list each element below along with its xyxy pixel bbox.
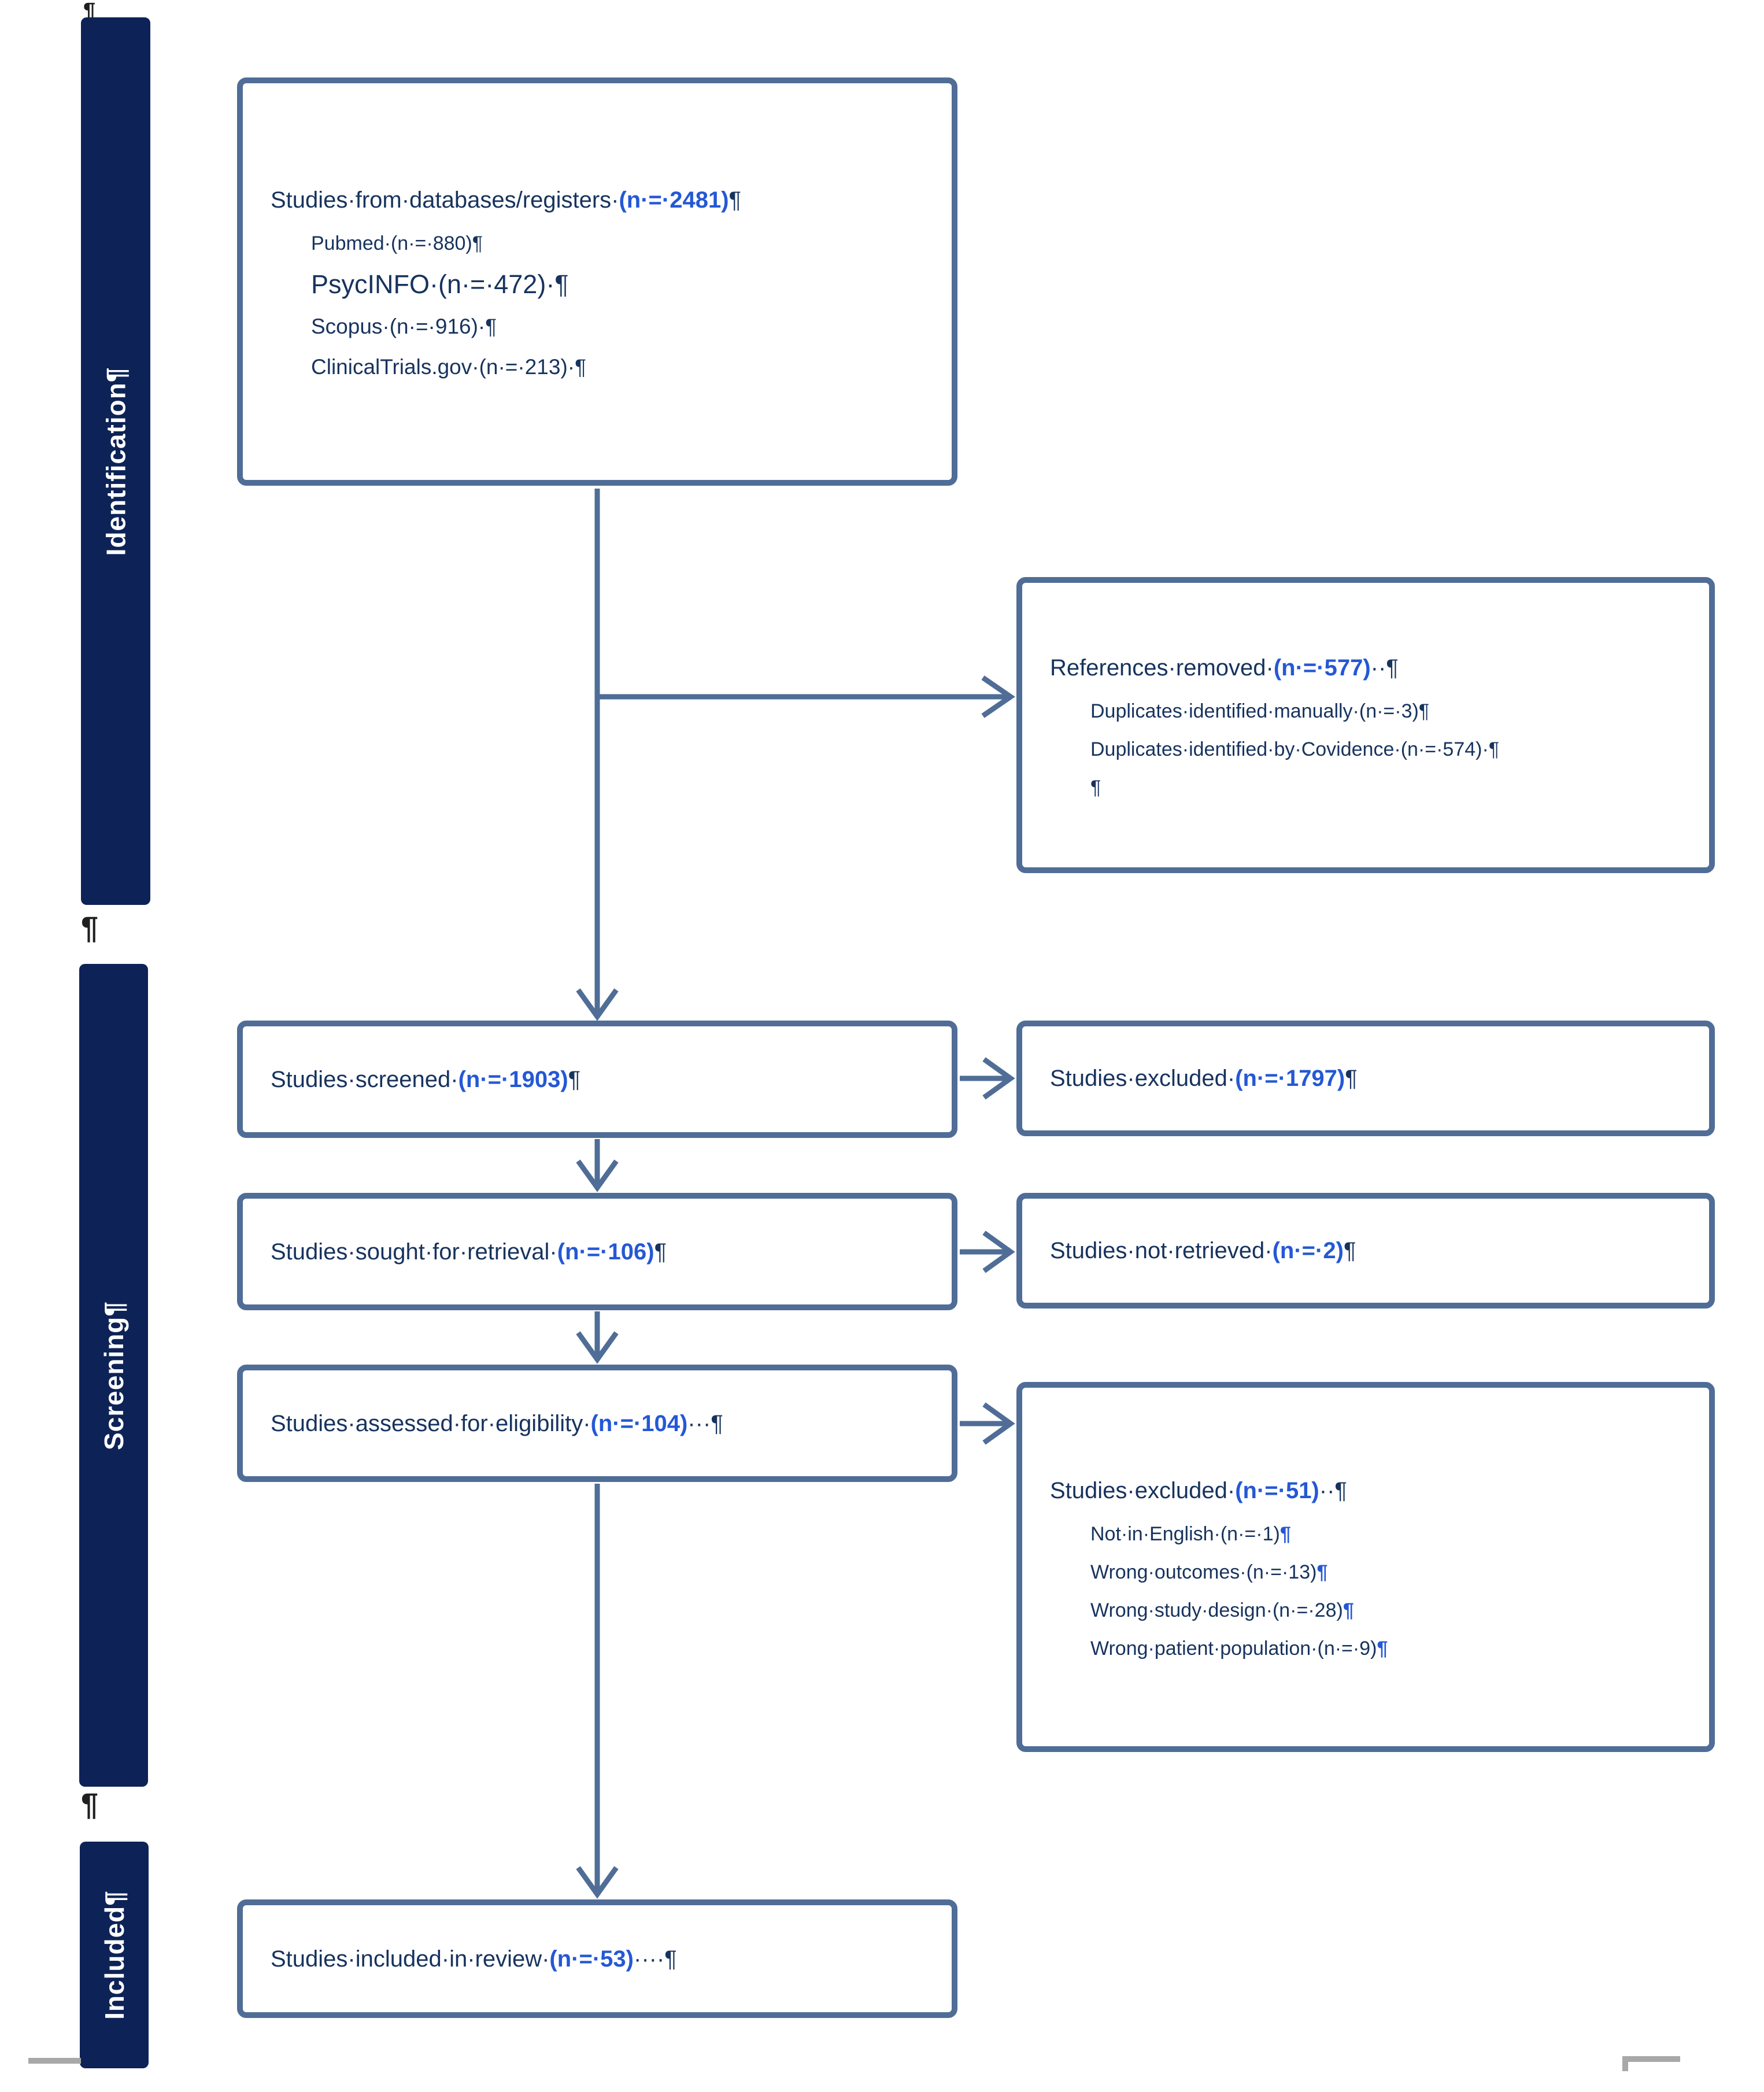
flow-box-databases: Studies·from·databases/registers·(n·=·24… bbox=[237, 77, 957, 486]
flow-box-references-removed: References·removed·(n·=·577)··¶ Duplicat… bbox=[1016, 577, 1715, 873]
box-title: Studies·assessed·for·eligibility·(n·=·10… bbox=[271, 1410, 723, 1436]
stage-bar-included: Included¶ bbox=[80, 1842, 149, 2068]
flow-box-excluded-screening: Studies·excluded·(n·=·1797)¶ bbox=[1016, 1021, 1715, 1136]
box-title: Studies·screened·(n·=·1903)¶ bbox=[271, 1066, 581, 1092]
flow-box-screened: Studies·screened·(n·=·1903)¶ bbox=[237, 1021, 957, 1138]
box-subitem-pubmed: Pubmed·(n·=·880)¶ bbox=[311, 232, 483, 254]
box-subitem-wrong-study-design: Wrong·study·design·(n·=·28)¶ bbox=[1090, 1599, 1354, 1621]
flow-box-assessed: Studies·assessed·for·eligibility·(n·=·10… bbox=[237, 1365, 957, 1482]
arrowhead-sought-to-not-retrieved bbox=[982, 1230, 1015, 1273]
arrowhead-sought-to-assessed bbox=[576, 1331, 619, 1364]
flow-box-included-review: Studies·included·in·review·(n·=·53)····¶ bbox=[237, 1899, 957, 2018]
box-subitem-wrong-outcomes: Wrong·outcomes·(n·=·13)¶ bbox=[1090, 1561, 1328, 1583]
stage-label-identification: Identification¶ bbox=[101, 367, 131, 556]
flow-box-sought: Studies·sought·for·retrieval·(n·=·106)¶ bbox=[237, 1193, 957, 1310]
arrowhead-assessed-to-excluded bbox=[982, 1402, 1015, 1445]
box-subitem-not-english: Not·in·English·(n·=·1)¶ bbox=[1090, 1523, 1291, 1545]
box-subitem-psycinfo: PsycINFO·(n·=·472)·¶ bbox=[311, 269, 569, 299]
box-subitem-clinicaltrials: ClinicalTrials.gov·(n·=·213)·¶ bbox=[311, 355, 586, 379]
flow-box-not-retrieved: Studies·not·retrieved·(n·=·2)¶ bbox=[1016, 1193, 1715, 1309]
paragraph-mark-top: ¶ bbox=[83, 0, 96, 23]
arrowhead-databases-to-screened bbox=[576, 988, 619, 1021]
box-subitem-empty-line: ¶ bbox=[1090, 777, 1101, 799]
paragraph-mark-between-identification-screening: ¶ bbox=[81, 911, 99, 945]
table-border-fragment-left bbox=[28, 2058, 81, 2064]
flow-box-excluded-eligibility: Studies·excluded·(n·=·51)··¶ Not·in·Engl… bbox=[1016, 1382, 1715, 1752]
paragraph-mark-between-screening-included: ¶ bbox=[81, 1787, 99, 1822]
stage-label-screening: Screening¶ bbox=[98, 1300, 129, 1450]
box-title: References·removed·(n·=·577)··¶ bbox=[1050, 655, 1399, 681]
box-subitem-scopus: Scopus·(n·=·916)·¶ bbox=[311, 315, 497, 338]
box-title: Studies·excluded·(n·=·1797)¶ bbox=[1050, 1066, 1358, 1091]
table-border-fragment-right-horizontal bbox=[1622, 2056, 1680, 2062]
stage-bar-screening: Screening¶ bbox=[79, 964, 148, 1787]
stage-label-included: Included¶ bbox=[99, 1890, 130, 2020]
arrowhead-screened-to-sought bbox=[576, 1159, 619, 1192]
arrowhead-references-removed bbox=[981, 675, 1015, 718]
arrowhead-assessed-to-included bbox=[576, 1866, 619, 1899]
box-title: Studies·excluded·(n·=·51)··¶ bbox=[1050, 1478, 1347, 1503]
box-title: Studies·from·databases/registers·(n·=·24… bbox=[271, 187, 742, 213]
stage-bar-identification: Identification¶ bbox=[81, 17, 150, 905]
box-subitem-wrong-patient-population: Wrong·patient·population·(n·=·9)¶ bbox=[1090, 1638, 1388, 1659]
box-title: Studies·not·retrieved·(n·=·2)¶ bbox=[1050, 1238, 1356, 1263]
box-subitem-duplicates-covidence: Duplicates·identified·by·Covidence·(n·=·… bbox=[1090, 738, 1500, 760]
box-title: Studies·sought·for·retrieval·(n·=·106)¶ bbox=[271, 1239, 667, 1265]
arrowhead-screened-to-excluded bbox=[982, 1057, 1015, 1100]
box-title: Studies·included·in·review·(n·=·53)····¶ bbox=[271, 1946, 677, 1972]
box-subitem-duplicates-manual: Duplicates·identified·manually·(n·=·3)¶ bbox=[1090, 700, 1430, 722]
table-border-fragment-right-vertical bbox=[1622, 2056, 1628, 2071]
